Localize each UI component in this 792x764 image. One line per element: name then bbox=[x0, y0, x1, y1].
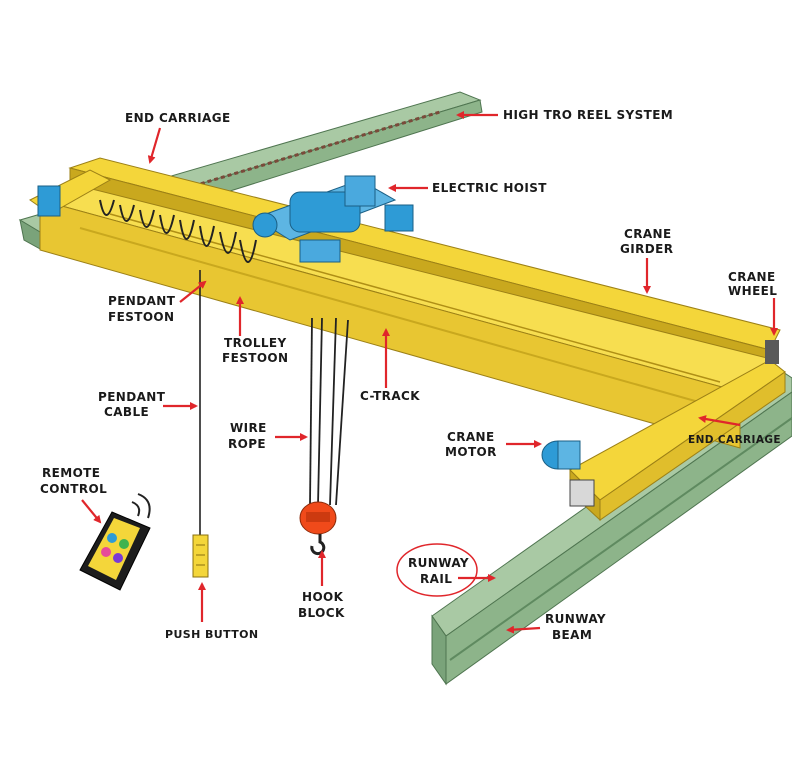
label-crane-motor-line2: MOTOR bbox=[445, 445, 497, 459]
wire-rope-shape bbox=[309, 317, 349, 506]
label-runway-rail-line1: RUNWAY bbox=[408, 556, 469, 570]
label-pendant-festoon-line1: PENDANT bbox=[108, 294, 176, 308]
pendant-festoon-cables bbox=[99, 199, 257, 263]
end-carriage-left-shape bbox=[29, 169, 112, 217]
diagram-labels: END CARRIAGE HIGH TRO REEL SYSTEM ELECTR… bbox=[40, 108, 781, 642]
crane-girders bbox=[38, 157, 781, 449]
label-pendant-festoon-line2: FESTOON bbox=[108, 310, 174, 324]
label-hook-block-line2: BLOCK bbox=[298, 606, 345, 620]
label-trolley-festoon-line2: FESTOON bbox=[222, 351, 288, 365]
label-reel-system: HIGH TRO REEL SYSTEM bbox=[503, 108, 673, 122]
label-crane-wheel-line1: CRANE bbox=[728, 270, 776, 284]
label-push-button: PUSH BUTTON bbox=[165, 628, 259, 641]
label-runway-beam-line2: BEAM bbox=[552, 628, 592, 642]
hook-block-shape bbox=[299, 501, 337, 556]
label-crane-wheel-line2: WHEEL bbox=[728, 284, 777, 298]
pendant-cable-shape bbox=[192, 270, 209, 578]
crane-motor-shape bbox=[541, 440, 581, 470]
label-wire-rope-line1: WIRE bbox=[230, 421, 267, 435]
label-end-carriage-top: END CARRIAGE bbox=[125, 111, 231, 125]
label-wire-rope-line2: ROPE bbox=[228, 437, 266, 451]
label-crane-motor-line1: CRANE bbox=[447, 430, 495, 444]
label-remote-control-line2: CONTROL bbox=[40, 482, 107, 496]
label-crane-girder-line1: CRANE bbox=[624, 227, 672, 241]
label-hook-block-line1: HOOK bbox=[302, 590, 344, 604]
label-remote-control-line1: REMOTE bbox=[42, 466, 100, 480]
electric-hoist-shape bbox=[252, 175, 414, 263]
label-trolley-festoon-line1: TROLLEY bbox=[224, 336, 287, 350]
callout-arrows bbox=[81, 111, 778, 634]
remote-control-shape bbox=[79, 493, 151, 591]
label-runway-beam-line1: RUNWAY bbox=[545, 612, 606, 626]
end-carriage-right-shape bbox=[569, 340, 786, 522]
label-runway-rail-line2: RAIL bbox=[420, 572, 452, 586]
label-pendant-cable-line1: PENDANT bbox=[98, 390, 166, 404]
runway-rail-highlight bbox=[396, 543, 478, 597]
label-crane-girder-line2: GIRDER bbox=[620, 242, 673, 256]
label-end-carriage-right: END CARRIAGE bbox=[688, 434, 781, 446]
label-electric-hoist: ELECTRIC HOIST bbox=[432, 181, 547, 195]
label-c-track: C-TRACK bbox=[360, 389, 420, 403]
label-pendant-cable-line2: CABLE bbox=[104, 405, 149, 419]
